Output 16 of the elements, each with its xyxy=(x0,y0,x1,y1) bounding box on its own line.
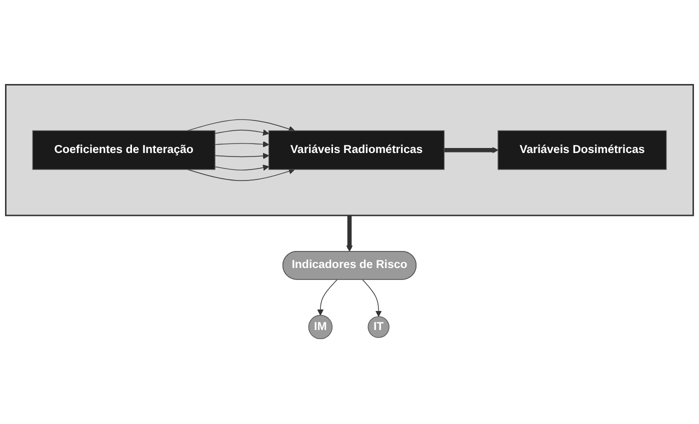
node-circle: IM xyxy=(308,315,333,340)
cluster xyxy=(5,84,694,216)
arrow xyxy=(187,119,295,132)
arrow xyxy=(214,164,270,171)
node-circle: IT xyxy=(368,316,390,338)
arrow xyxy=(362,280,382,318)
arrow xyxy=(214,153,270,160)
arrow xyxy=(187,168,295,182)
arrow xyxy=(214,130,270,136)
arrow xyxy=(346,216,353,252)
arrow xyxy=(444,147,498,154)
node-box: Coeficientes de Interação xyxy=(32,130,216,170)
arrow xyxy=(317,280,338,316)
node-box: Variáveis Radiométricas xyxy=(268,130,445,170)
node-box: Variáveis Dosimétricas xyxy=(498,130,667,170)
arrow xyxy=(214,141,270,148)
